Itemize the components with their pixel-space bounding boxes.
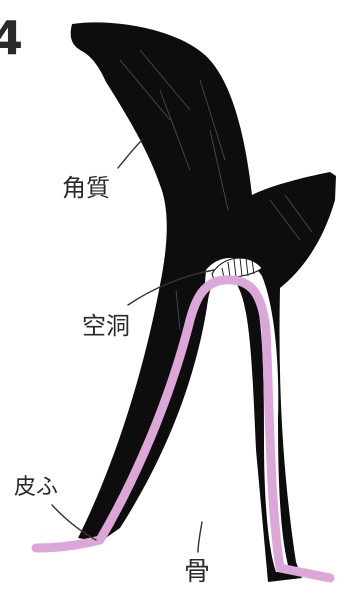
label-bone: 骨: [184, 557, 210, 587]
label-skin: 皮ふ: [14, 475, 58, 500]
bone-leader-line: [198, 522, 202, 552]
label-horn: 角質: [62, 174, 110, 202]
horn-keratin-shape: [71, 22, 336, 582]
horn-leader-line: [118, 140, 142, 168]
label-cavity: 空洞: [82, 312, 130, 340]
figure-number: 4: [0, 11, 23, 65]
